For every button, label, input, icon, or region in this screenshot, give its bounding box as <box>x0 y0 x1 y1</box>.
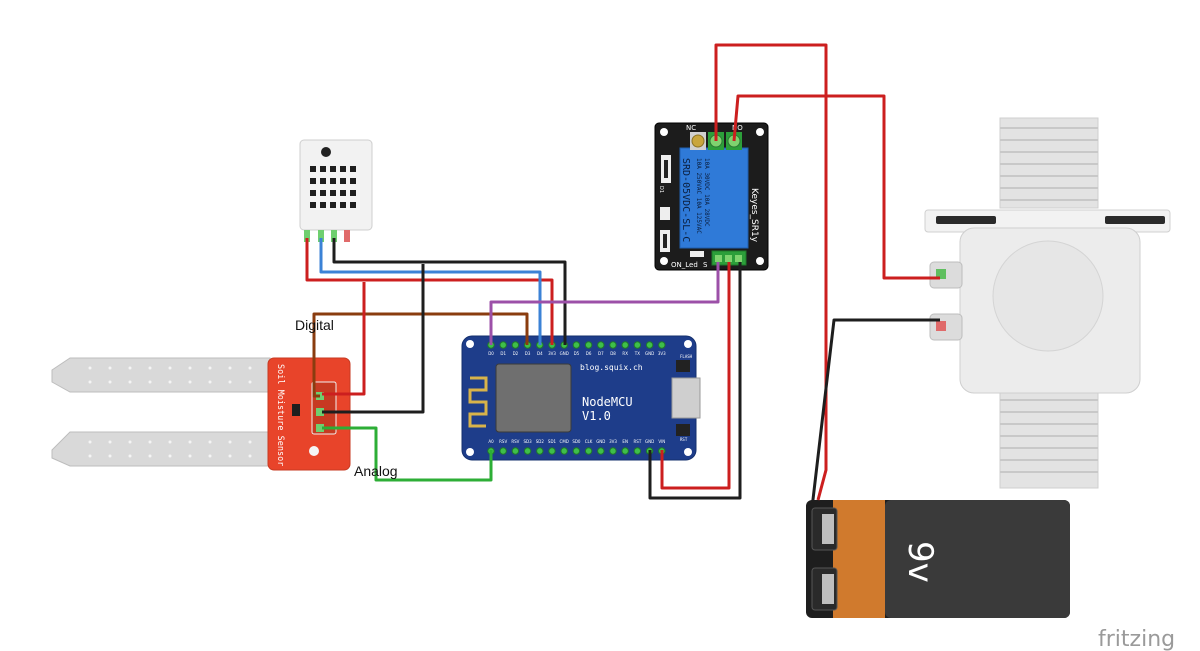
wire-relay-no-valve <box>732 94 940 280</box>
nodemcu-flash-label: FLASH <box>680 354 693 359</box>
wire-dht-data <box>319 238 542 345</box>
relay-nc-label: NC <box>686 124 696 132</box>
nodemcu-pin-label: 3V3 <box>609 439 617 444</box>
nodemcu-pin-label: CMD <box>560 439 569 444</box>
nodemcu-pin <box>536 447 544 455</box>
nodemcu-pin <box>511 341 520 349</box>
dht22-sensor <box>299 139 373 242</box>
nodemcu-pin <box>523 447 532 455</box>
nodemcu-pin-label: D7 <box>598 351 604 356</box>
nodemcu-site: blog.squix.ch <box>580 363 643 372</box>
nodemcu-pin <box>572 341 581 349</box>
wire-dht-vcc <box>305 238 554 345</box>
relay-no-label: NO <box>732 124 743 132</box>
nodemcu-pin <box>633 447 642 455</box>
nodemcu-pin-label: GND <box>596 439 605 444</box>
analog-label: Analog <box>354 463 398 479</box>
nodemcu-pin-label: GND <box>560 351 569 356</box>
nodemcu-pin <box>633 341 642 349</box>
nodemcu-pin-label: RSV <box>499 439 507 444</box>
nodemcu-pin <box>597 341 605 349</box>
nodemcu-pin-label: D1 <box>500 351 506 356</box>
wire-soil-digital <box>312 312 529 398</box>
nodemcu-pin-label: VIN <box>658 439 665 444</box>
wire-relay-signal <box>489 262 720 345</box>
soil-moisture-sensor: Soil Moisture Sensor <box>51 357 351 471</box>
nodemcu-pin <box>609 447 617 455</box>
nodemcu-pin-label: CLK <box>585 439 593 444</box>
wire-battery-valve <box>810 318 940 509</box>
nodemcu-pin <box>548 447 556 455</box>
digital-label: Digital <box>295 317 334 333</box>
nodemcu-pin-label: TX <box>634 351 640 356</box>
nodemcu-pin <box>499 447 507 455</box>
relay-model: SRD-05VDC-SL-C <box>680 158 691 242</box>
nodemcu-pin-label: GND <box>645 439 654 444</box>
nodemcu-pin <box>597 447 605 455</box>
nodemcu-pin <box>584 447 593 455</box>
nodemcu-pin-label: 3V3 <box>548 351 556 356</box>
relay-led-label: ON_Led <box>671 261 698 269</box>
nodemcu-pin <box>609 341 617 349</box>
fritzing-watermark: fritzing <box>1098 627 1175 651</box>
nodemcu-pin-label: D4 <box>537 351 543 356</box>
nodemcu-pin <box>645 341 654 349</box>
nodemcu-pin-label: SD2 <box>536 439 545 444</box>
nodemcu-name: NodeMCU <box>582 395 633 409</box>
battery-9v: 9v <box>806 500 1070 618</box>
nodemcu-pin-label: D6 <box>586 351 592 356</box>
nodemcu-rst-label: RST <box>680 437 688 442</box>
nodemcu-pin-label: A0 <box>488 439 494 444</box>
nodemcu-pin <box>584 341 593 349</box>
wire-dht-gnd <box>332 238 567 345</box>
nodemcu-pin-label: D2 <box>513 351 519 356</box>
relay-brand: Keyes_SR1y <box>749 188 759 243</box>
nodemcu-pin <box>572 447 581 455</box>
wire-soil-gnd <box>322 264 425 414</box>
nodemcu-pin <box>621 341 629 349</box>
wire-relay-com-battery <box>714 43 828 501</box>
relay-s-label: S <box>703 261 708 269</box>
nodemcu-pin-label: D3 <box>525 351 531 356</box>
nodemcu-pin-label: D8 <box>610 351 616 356</box>
relay-module: NC NO SRD-05VDC-SL-C 10A 250VAC 10A 125V… <box>654 122 769 271</box>
nodemcu-pin-label: RX <box>622 351 628 356</box>
nodemcu-version: V1.0 <box>582 409 611 423</box>
wire-soil-vcc <box>322 282 366 396</box>
nodemcu-pin-label: D0 <box>488 351 494 356</box>
nodemcu-pin-label: SD3 <box>524 439 533 444</box>
battery-label: 9v <box>900 541 940 583</box>
nodemcu-top-pins: D0 D1 D2 D3 D4 3V3 GND D5 D6 D7 D8 RX TX GND 3V3 <box>487 341 666 356</box>
nodemcu-pin-label: SD0 <box>572 439 581 444</box>
soil-sensor-label: Soil Moisture Sensor <box>275 364 285 466</box>
nodemcu-pin <box>499 341 507 349</box>
wires <box>305 43 940 509</box>
solenoid-valve <box>924 117 1171 489</box>
relay-spec2: 10A 30VDC 10A 28VDC <box>703 158 710 227</box>
nodemcu-pin-label: D5 <box>574 351 580 356</box>
relay-spec1: 10A 250VAC 10A 125VAC <box>695 158 702 234</box>
relay-d1-label: D1 <box>658 186 664 193</box>
nodemcu-pin-label: GND <box>645 351 654 356</box>
wire-relay-vcc <box>660 262 731 490</box>
nodemcu-pin-label: EN <box>622 439 628 444</box>
nodemcu-pin-label: RSV <box>511 439 519 444</box>
nodemcu-pin-label: SD1 <box>548 439 557 444</box>
wire-soil-analog <box>322 426 493 482</box>
nodemcu-pin-label: 3V3 <box>658 351 666 356</box>
nodemcu-pin <box>621 447 629 455</box>
nodemcu-pin <box>658 341 666 349</box>
nodemcu-pin-label: RST <box>634 439 642 444</box>
nodemcu-pin <box>511 447 520 455</box>
wire-relay-gnd <box>648 262 742 500</box>
nodemcu-pin <box>560 447 568 455</box>
